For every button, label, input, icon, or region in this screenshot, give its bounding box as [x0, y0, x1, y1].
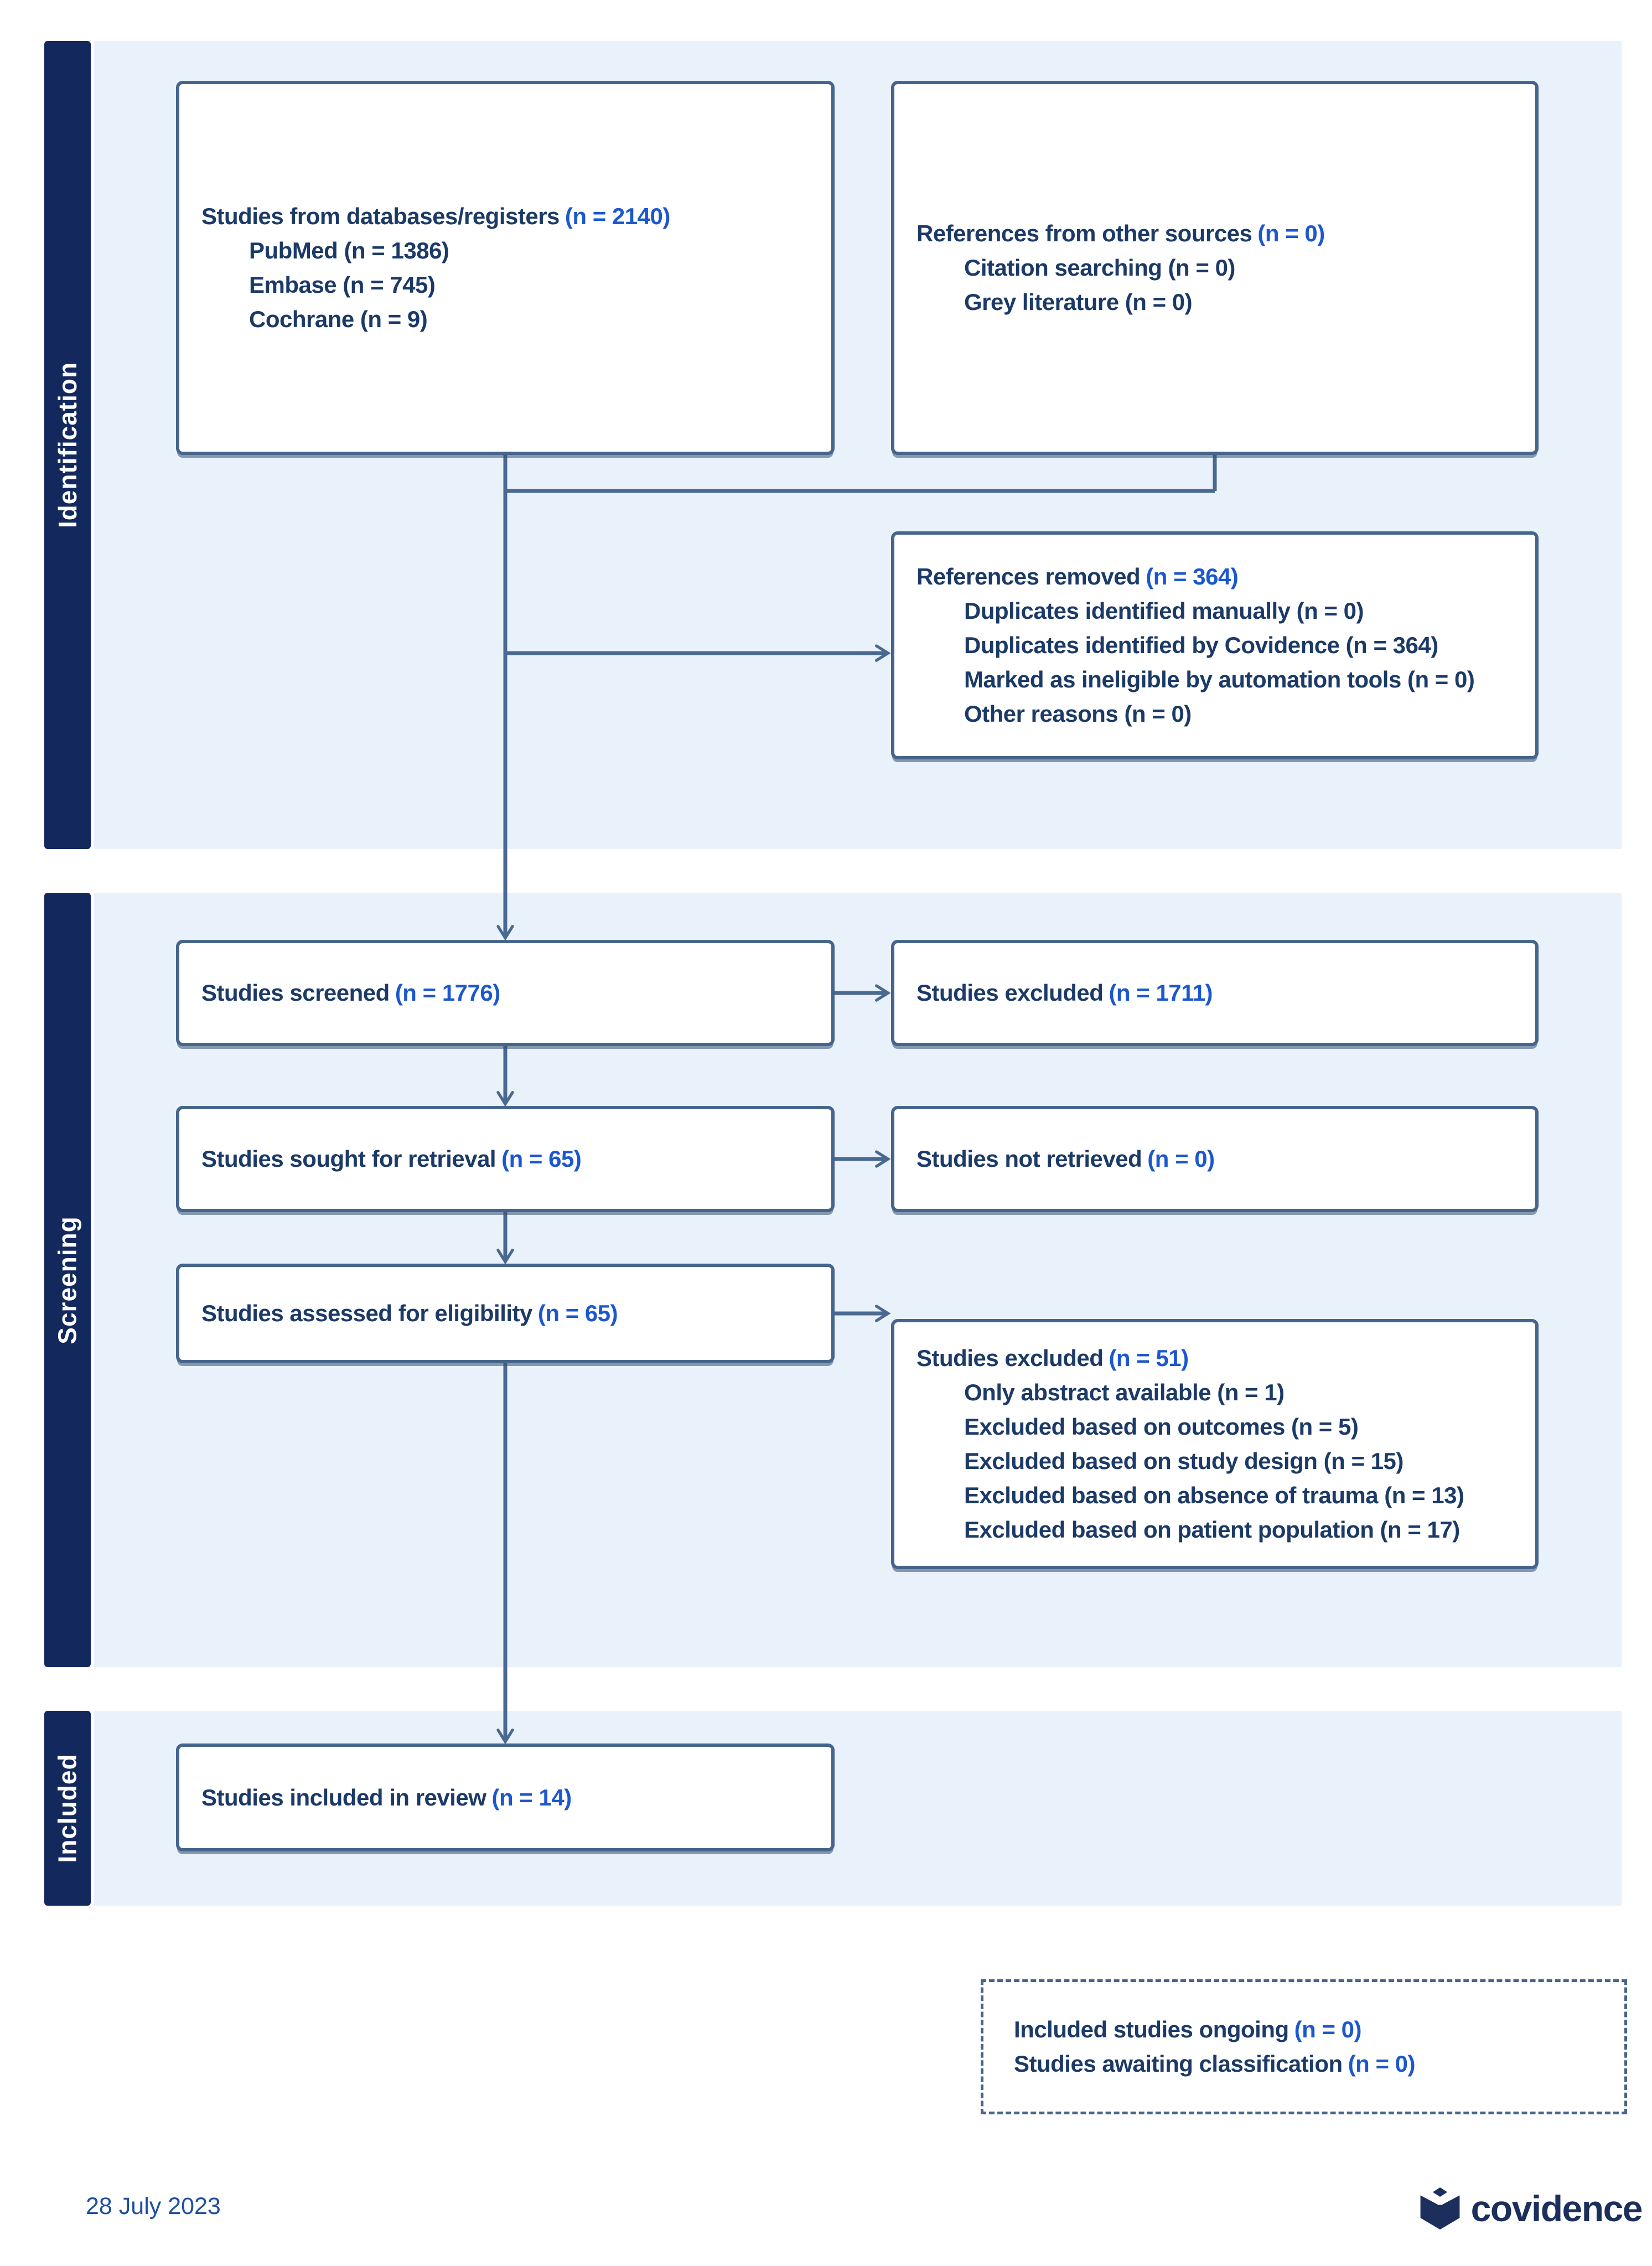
box-title: Studies screened(n = 1776): [201, 976, 815, 1010]
list-item: Excluded based on patient population (n …: [964, 1517, 1460, 1543]
box-title-count: (n = 65): [537, 1300, 618, 1326]
box-title-count: (n = 2140): [565, 203, 670, 229]
box-title-label: Studies from databases/registers: [201, 203, 560, 229]
included-sidebar: Included: [44, 1711, 91, 1906]
awaiting-line: Studies awaiting classification(n = 0): [1014, 2047, 1608, 2081]
box-title: Studies excluded(n = 51): [916, 1341, 1519, 1375]
list-item: Citation searching (n = 0): [964, 255, 1235, 281]
box-studies-excluded-screening: Studies excluded(n = 1711): [891, 940, 1539, 1046]
box-studies-sought: Studies sought for retrieval(n = 65): [176, 1106, 835, 1212]
list-item: Grey literature (n = 0): [964, 289, 1193, 315]
list-item: Marked as ineligible by automation tools…: [964, 666, 1475, 692]
box-title-label: References removed: [916, 563, 1141, 589]
box-title: Studies included in review(n = 14): [201, 1781, 815, 1815]
box-title: Studies not retrieved(n = 0): [916, 1142, 1519, 1176]
box-title-count: (n = 0): [1257, 220, 1325, 246]
list-item: Cochrane (n = 9): [249, 306, 428, 332]
list-item: Other reasons (n = 0): [964, 701, 1192, 727]
list-item: Only abstract available (n = 1): [964, 1379, 1285, 1405]
list-item: Duplicates identified by Covidence (n = …: [964, 632, 1438, 658]
ongoing-label: Included studies ongoing: [1014, 2016, 1289, 2042]
list-item: Embase (n = 745): [249, 272, 436, 298]
box-title-label: References from other sources: [916, 220, 1252, 246]
box-title: Studies from databases/registers(n = 214…: [201, 199, 815, 234]
box-title-label: Studies excluded: [916, 1345, 1104, 1371]
box-title-label: Studies screened: [201, 980, 390, 1006]
box-title: References from other sources(n = 0): [916, 216, 1519, 251]
box-title-count: (n = 1776): [395, 980, 500, 1006]
box-studies-from-databases: Studies from databases/registers(n = 214…: [176, 81, 835, 455]
box-title-count: (n = 65): [501, 1146, 582, 1172]
box-title: Studies sought for retrieval(n = 65): [201, 1142, 815, 1176]
covidence-logo-text: covidence: [1470, 2188, 1643, 2229]
box-title: Studies excluded(n = 1711): [916, 976, 1519, 1010]
box-title-count: (n = 14): [491, 1784, 572, 1810]
box-references-removed: References removed(n = 364) Duplicates i…: [891, 531, 1539, 759]
box-title-count: (n = 364): [1146, 563, 1239, 589]
list-item: Excluded based on outcomes (n = 5): [964, 1414, 1359, 1440]
box-title-label: Studies excluded: [916, 980, 1104, 1006]
box-title-count: (n = 0): [1147, 1146, 1215, 1172]
box-title: Studies assessed for eligibility(n = 65): [201, 1296, 815, 1331]
box-title-count: (n = 51): [1109, 1345, 1189, 1371]
ongoing-line: Included studies ongoing(n = 0): [1014, 2013, 1608, 2047]
covidence-logo: covidence: [1417, 2185, 1643, 2232]
list-item: Excluded based on absence of trauma (n =…: [964, 1482, 1464, 1508]
box-studies-not-retrieved: Studies not retrieved(n = 0): [891, 1106, 1539, 1212]
box-studies-assessed: Studies assessed for eligibility(n = 65): [176, 1264, 835, 1363]
box-title-label: Studies included in review: [201, 1784, 486, 1810]
awaiting-label: Studies awaiting classification: [1014, 2051, 1343, 2077]
box-ongoing-classification: Included studies ongoing(n = 0) Studies …: [981, 1979, 1627, 2114]
list-item: PubMed (n = 1386): [249, 237, 449, 263]
screening-sidebar: Screening: [44, 893, 91, 1667]
box-title-label: Studies assessed for eligibility: [201, 1300, 532, 1326]
box-title-label: Studies sought for retrieval: [201, 1146, 496, 1172]
box-title-count: (n = 1711): [1109, 980, 1213, 1006]
box-title-label: Studies not retrieved: [916, 1146, 1142, 1172]
box-studies-screened: Studies screened(n = 1776): [176, 940, 835, 1046]
box-studies-included: Studies included in review(n = 14): [176, 1744, 835, 1851]
awaiting-count: (n = 0): [1348, 2051, 1416, 2077]
ongoing-count: (n = 0): [1294, 2016, 1362, 2042]
list-item: Excluded based on study design (n = 15): [964, 1448, 1404, 1474]
identification-sidebar: Identification: [44, 41, 91, 849]
list-item: Duplicates identified manually (n = 0): [964, 598, 1364, 624]
box-title: References removed(n = 364): [916, 560, 1519, 594]
box-references-other-sources: References from other sources(n = 0) Cit…: [891, 81, 1539, 455]
covidence-logo-icon: [1420, 2187, 1460, 2230]
date-text: 28 July 2023: [86, 2193, 221, 2220]
box-studies-excluded-eligibility: Studies excluded(n = 51) Only abstract a…: [891, 1319, 1539, 1569]
